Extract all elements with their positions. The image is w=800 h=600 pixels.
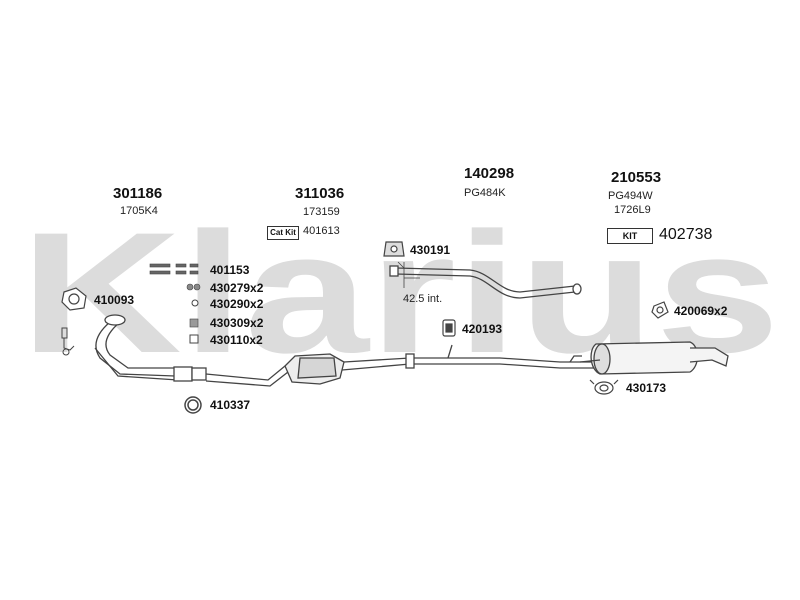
length-dimension	[397, 261, 420, 288]
rubber-rear-ref: 420069x2	[674, 304, 728, 318]
catalytic-converter	[284, 353, 345, 385]
gasket-front-icon	[61, 287, 87, 311]
part-number-140298: 140298	[464, 165, 515, 182]
part-number-301186: 301186	[113, 185, 163, 202]
kit-ref: 402738	[659, 226, 713, 243]
nut-icon	[186, 283, 201, 291]
part-number-210553: 210553	[611, 169, 662, 186]
fitting-ref: 430290x2	[210, 297, 264, 311]
bolt-set-icon	[149, 263, 199, 275]
ring-gasket-ref: 410337	[210, 398, 251, 412]
lambda-sensor	[61, 327, 75, 356]
hanger-mid-icon	[383, 241, 405, 257]
intermediate-pipe	[205, 365, 289, 387]
rear-silencer-210553	[579, 341, 729, 375]
code-pg484k: PG484K	[464, 187, 506, 199]
part-number-311036: 311036	[295, 185, 345, 202]
fitting-ref: 430279x2	[210, 281, 264, 295]
fitting-ref: 430309x2	[210, 316, 264, 330]
catkit-badge: Cat Kit	[267, 226, 299, 240]
rubber-mount-icon	[442, 319, 456, 337]
code-1726l9: 1726L9	[614, 204, 651, 216]
clamp-rear-ref: 430173	[626, 381, 667, 395]
washer-icon	[191, 299, 199, 307]
rubber-mount-ref: 420193	[462, 322, 503, 336]
rubber-rear-icon	[651, 301, 669, 319]
gasket-front-ref: 410093	[94, 293, 135, 307]
fitting-ref: 401153	[210, 263, 250, 277]
spring-icon	[189, 318, 199, 328]
code-pg494w: PG494W	[608, 190, 653, 202]
code-1705k4: 1705K4	[120, 205, 158, 217]
centre-pipe	[341, 344, 600, 371]
middle-pipe-140298	[389, 265, 582, 299]
ring-gasket-icon	[184, 396, 202, 414]
clamp-icon	[189, 334, 199, 344]
clamp-rear-icon	[589, 379, 619, 395]
kit-badge: KIT	[607, 228, 653, 244]
length-note: 42.5 int.	[403, 293, 443, 305]
fitting-ref: 430110x2	[210, 333, 263, 347]
front-downpipe	[94, 314, 207, 382]
catkit-ref: 401613	[303, 225, 340, 237]
code-173159: 173159	[303, 206, 340, 218]
hanger-mid-ref: 430191	[410, 243, 451, 257]
